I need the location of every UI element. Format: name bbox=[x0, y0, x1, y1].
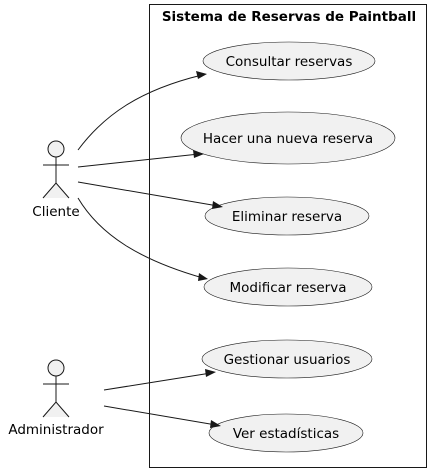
use-case-gestionar[interactable]: Gestionar usuarios bbox=[201, 339, 373, 379]
actor-administrador-legs bbox=[42, 401, 70, 418]
use-case-estadisticas[interactable]: Ver estadísticas bbox=[208, 413, 364, 453]
arrowhead-icon bbox=[196, 71, 207, 79]
use-case-estadisticas-ellipse bbox=[208, 413, 364, 453]
use-case-hacer-label: Hacer una nueva reserva bbox=[203, 131, 373, 147]
actor-cliente[interactable]: Cliente bbox=[32, 140, 80, 220]
actor-cliente-head bbox=[47, 140, 65, 158]
use-case-modificar-label: Modificar reserva bbox=[230, 280, 347, 296]
association-line bbox=[77, 197, 204, 279]
actor-cliente-legs bbox=[42, 182, 70, 199]
use-case-consultar-ellipse bbox=[202, 41, 376, 81]
association-cliente-consultar bbox=[77, 71, 207, 151]
actor-administrador-head bbox=[47, 359, 65, 377]
arrowhead-icon bbox=[212, 201, 223, 209]
use-case-eliminar-label: Eliminar reserva bbox=[232, 209, 342, 225]
actor-administrador[interactable]: Administrador bbox=[8, 359, 104, 438]
use-case-eliminar-ellipse bbox=[204, 196, 370, 236]
arrowhead-icon bbox=[205, 369, 216, 377]
arrowhead-icon bbox=[193, 150, 204, 158]
use-case-consultar[interactable]: Consultar reservas bbox=[202, 41, 376, 81]
association-line bbox=[77, 181, 219, 207]
association-administrador-estadisticas bbox=[103, 405, 221, 428]
system-title: Sistema de Reservas de Paintball bbox=[162, 9, 416, 25]
association-cliente-eliminar bbox=[77, 181, 223, 209]
association-line bbox=[77, 74, 203, 151]
use-case-estadisticas-label: Ver estadísticas bbox=[233, 426, 339, 442]
association-line bbox=[103, 372, 212, 391]
association-cliente-hacer bbox=[77, 150, 204, 168]
association-cliente-modificar bbox=[77, 197, 208, 281]
association-line bbox=[77, 153, 200, 168]
actor-cliente-label: Cliente bbox=[32, 204, 79, 220]
use-case-consultar-label: Consultar reservas bbox=[226, 54, 353, 70]
use-case-hacer[interactable]: Hacer una nueva reserva bbox=[180, 111, 396, 165]
use-case-modificar[interactable]: Modificar reserva bbox=[203, 267, 373, 307]
system-boundary-box bbox=[149, 4, 427, 468]
arrowhead-icon bbox=[210, 420, 221, 428]
association-line bbox=[103, 405, 217, 426]
associations bbox=[77, 71, 223, 428]
use-case-eliminar[interactable]: Eliminar reserva bbox=[204, 196, 370, 236]
association-administrador-gestionar bbox=[103, 369, 216, 391]
use-case-hacer-ellipse bbox=[180, 111, 396, 165]
use-case-gestionar-label: Gestionar usuarios bbox=[224, 352, 351, 368]
system-boundary: Sistema de Reservas de Paintball bbox=[149, 4, 427, 468]
arrowhead-icon bbox=[198, 273, 208, 281]
use-case-gestionar-ellipse bbox=[201, 339, 373, 379]
use-case-modificar-ellipse bbox=[203, 267, 373, 307]
actor-administrador-label: Administrador bbox=[8, 422, 104, 438]
